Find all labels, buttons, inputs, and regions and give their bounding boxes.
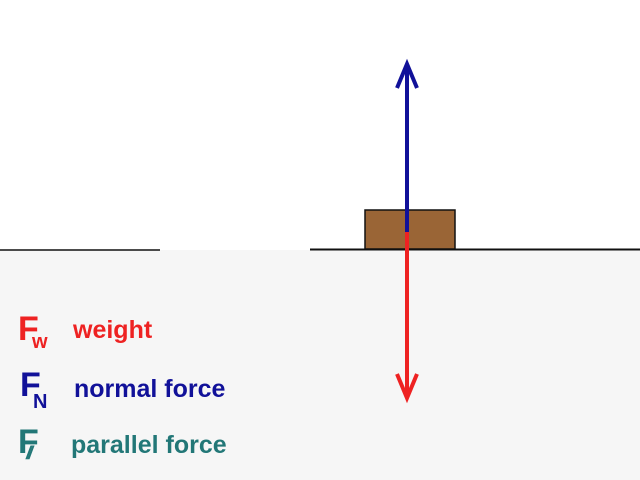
weight-subscript: w — [32, 331, 48, 353]
normal-force-arrowhead — [395, 58, 419, 89]
weight-label: weight — [73, 316, 153, 344]
block — [364, 209, 456, 250]
weight-arrow — [395, 232, 419, 404]
parallel-force-symbol: F — [18, 423, 39, 461]
parallel-force-label: parallel force — [71, 431, 227, 459]
normal-force-arrow — [395, 58, 419, 232]
legend-item-normal-force: F N normal force — [18, 368, 358, 418]
normal-force-symbol: F — [20, 366, 41, 404]
ground-area — [0, 250, 640, 480]
weight-symbol: F — [18, 310, 39, 348]
normal-force-label: normal force — [74, 375, 226, 403]
normal-force-subscript: N — [33, 391, 48, 413]
parallel-force-subscript: // — [26, 443, 33, 463]
legend-item-weight: F w weight — [18, 312, 358, 362]
legend-item-parallel-force: F // parallel force — [18, 425, 358, 475]
weight-arrowhead — [395, 373, 419, 404]
